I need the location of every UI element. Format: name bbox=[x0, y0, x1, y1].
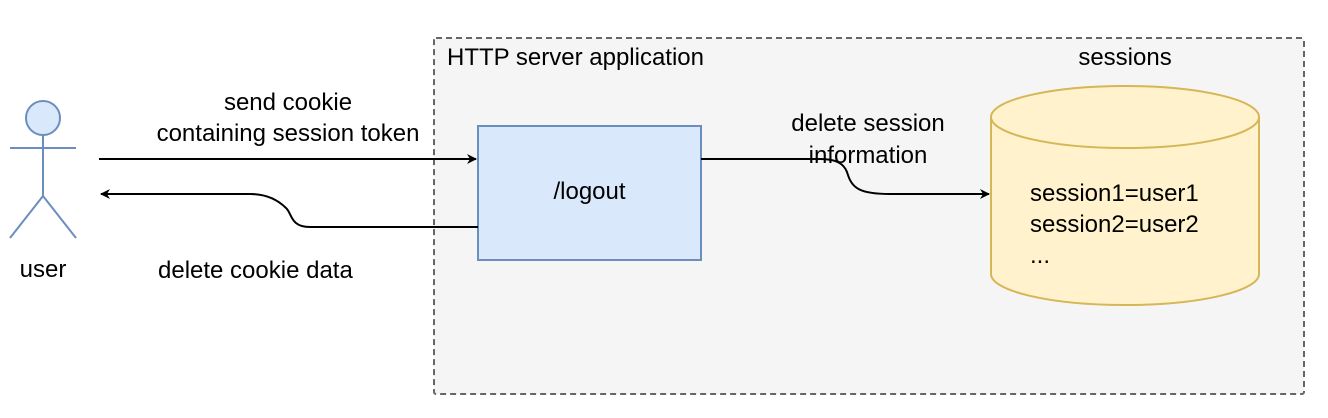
sessions-cylinder-body bbox=[990, 117, 1260, 306]
user-label: user bbox=[19, 256, 67, 283]
endpoint-label: /logout bbox=[553, 178, 626, 205]
session-line-2: session2=user2 bbox=[1030, 211, 1199, 238]
user-actor-right-leg bbox=[42, 195, 77, 239]
container-title: HTTP server application bbox=[447, 44, 704, 71]
sessions-title: sessions bbox=[1078, 44, 1172, 71]
user-actor-left-leg bbox=[9, 195, 44, 239]
session-line-1: session1=user1 bbox=[1030, 180, 1199, 207]
user-actor-head bbox=[25, 100, 61, 136]
request-edge-label: send cookie containing session token bbox=[156, 89, 420, 147]
logout-endpoint-box[interactable] bbox=[477, 125, 702, 261]
session-line-ellipsis: ... bbox=[1030, 242, 1051, 269]
response-arrow bbox=[100, 189, 478, 228]
user-actor-icon[interactable] bbox=[9, 100, 77, 239]
delete-session-edge-label: delete session information bbox=[791, 110, 945, 169]
sessions-cylinder-top bbox=[990, 85, 1260, 149]
sessions-database-icon[interactable] bbox=[990, 85, 1260, 306]
response-edge-label: delete cookie data bbox=[158, 257, 353, 284]
delete-session-arrow bbox=[701, 158, 990, 199]
